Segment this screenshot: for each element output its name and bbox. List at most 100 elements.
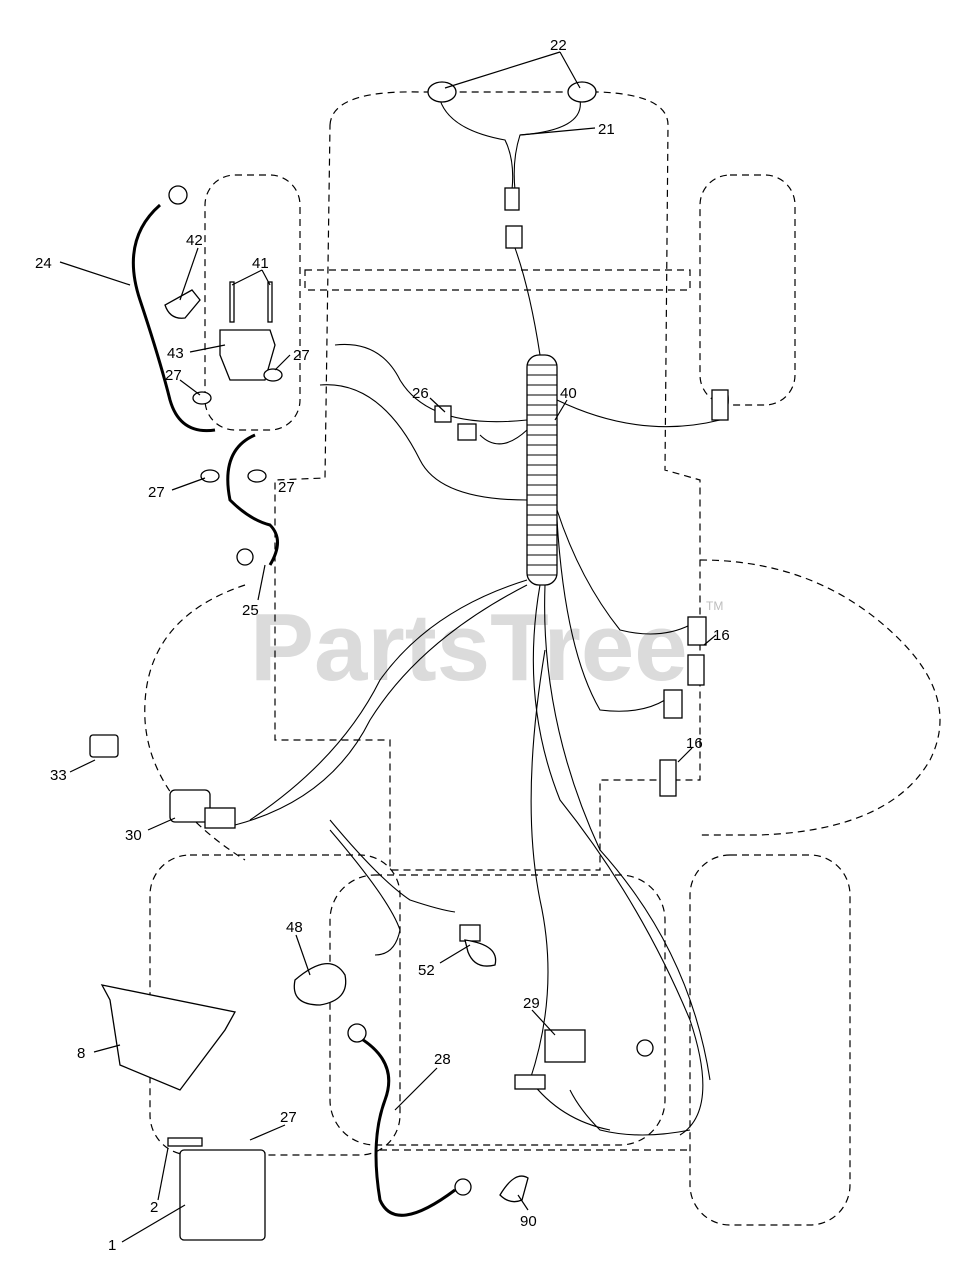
harness-branch-right-upper — [556, 394, 729, 428]
harness-branch-light-48 — [329, 829, 401, 956]
battery-tray-8 — [100, 984, 236, 1091]
harness-loom — [526, 354, 558, 586]
leader-lines — [59, 51, 717, 1243]
leader-41 — [231, 269, 271, 286]
nut-27-c — [200, 469, 220, 483]
leader-27-a — [274, 354, 291, 371]
harness-branch-ignition-2 — [234, 584, 528, 826]
harness-branch-ignition — [249, 579, 528, 821]
headlight-lead-to-harness — [514, 247, 541, 356]
callout-30: 30 — [125, 827, 142, 844]
solenoid-43 — [219, 329, 276, 381]
callout-48: 48 — [286, 919, 303, 936]
switch-16-b — [659, 759, 677, 797]
battery-1 — [179, 1149, 266, 1241]
harness-branch-connector-26 — [479, 429, 528, 445]
hood-outline — [274, 91, 701, 871]
harness-branch-rear — [532, 584, 704, 1136]
headlight-connector-socket — [505, 225, 523, 249]
ground-cable-upper — [131, 203, 216, 433]
parts — [89, 81, 729, 1241]
front-right-wheel-outline — [699, 174, 796, 406]
leader-1 — [121, 1204, 186, 1243]
leader-27-c — [171, 477, 206, 491]
ring-terminal-24 — [168, 185, 188, 205]
solenoid-bolt-a — [229, 281, 235, 323]
headlight-connector-plug — [504, 187, 520, 211]
key-33 — [89, 734, 119, 758]
callout-90: 90 — [520, 1213, 537, 1230]
leader-29 — [531, 1009, 556, 1036]
terminal-boot-42 — [164, 289, 201, 319]
coiled-wire — [569, 1089, 691, 1136]
ignition-switch-connector — [204, 807, 236, 829]
callout-8: 8 — [77, 1045, 85, 1062]
callout-27-d: 27 — [278, 479, 295, 496]
callout-25: 25 — [242, 602, 259, 619]
harness-branch-right-16b — [556, 519, 666, 712]
leader-25 — [257, 564, 266, 601]
battery-cable — [354, 1033, 456, 1217]
watermark-trademark: TM — [706, 599, 723, 613]
ring-terminal-28-lower — [454, 1178, 472, 1196]
leader-26 — [429, 397, 446, 413]
connector-26-b — [457, 423, 477, 441]
callout-42: 42 — [186, 232, 203, 249]
callout-24: 24 — [35, 255, 52, 272]
headlight-wire-left — [439, 99, 514, 191]
harness-loom-ribs — [527, 364, 557, 576]
callout-40: 40 — [560, 385, 577, 402]
headlight-right — [567, 81, 597, 103]
connector-26-a — [434, 405, 452, 423]
solenoid-bolt-b — [267, 281, 273, 323]
solenoid-starter-cable — [226, 433, 279, 566]
headlight-wire-right — [513, 99, 581, 191]
callout-16-b: 16 — [686, 735, 703, 752]
harness-branch-seat-switch — [529, 649, 611, 1131]
harness-branch-front-left — [334, 343, 528, 423]
leader-28 — [394, 1067, 438, 1111]
callout-28: 28 — [434, 1051, 451, 1068]
callout-22: 22 — [550, 37, 567, 54]
ring-terminal-rear — [636, 1039, 654, 1057]
harness-loom-sleeve — [526, 354, 558, 586]
callout-27-a: 27 — [293, 347, 310, 364]
nut-27-a — [192, 391, 212, 405]
harness-branch-seat — [329, 819, 456, 913]
headlight-left — [427, 81, 457, 103]
callout-21: 21 — [598, 121, 615, 138]
leader-52 — [439, 944, 471, 964]
harness-branch-rear-2 — [544, 584, 711, 1081]
leader-90 — [517, 1194, 529, 1211]
ignition-switch-30 — [169, 789, 211, 823]
connector-16-b-plug — [663, 689, 683, 719]
leader-24 — [59, 261, 131, 286]
wiring-harness — [131, 99, 729, 1217]
harness-branch-front-left-2 — [319, 384, 528, 501]
leader-30 — [147, 817, 176, 831]
leader-27-e — [249, 1124, 286, 1141]
callout-27-e: 27 — [280, 1109, 297, 1126]
leader-16-b — [677, 747, 693, 763]
callout-29: 29 — [523, 995, 540, 1012]
leader-40 — [554, 399, 568, 421]
battery-bolt-2 — [167, 1137, 203, 1147]
bulb-48 — [293, 962, 347, 1006]
callout-26: 26 — [412, 385, 429, 402]
rear-right-wheel-outline — [689, 854, 851, 1226]
leader-43 — [189, 344, 226, 353]
connector-52 — [459, 924, 481, 942]
leader-22 — [444, 51, 581, 89]
leader-16-a — [703, 634, 717, 646]
front-axle-outline — [304, 269, 691, 291]
seat-area-outline — [329, 874, 666, 1146]
connector-16-a-plug — [687, 616, 707, 646]
seat-switch-29 — [544, 1029, 586, 1063]
harness-branch-right-16a — [556, 509, 691, 635]
ring-terminal-28-upper — [347, 1023, 367, 1043]
callout-2: 2 — [150, 1199, 158, 1216]
callout-16-a: 16 — [713, 627, 730, 644]
terminal-boot-90 — [499, 1175, 529, 1203]
leader-42 — [179, 247, 199, 301]
